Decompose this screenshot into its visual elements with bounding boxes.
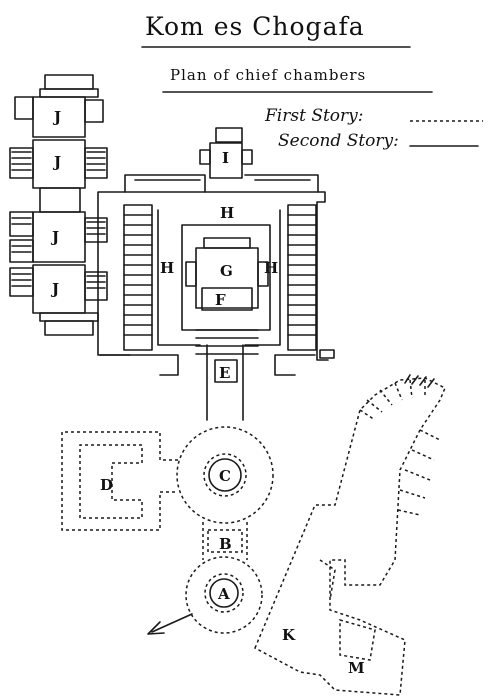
plan-subtitle: Plan of chief chambers (170, 66, 366, 84)
room-label-e: E (219, 364, 230, 382)
chamber-d: D (61, 431, 178, 531)
entrance-arrow (151, 613, 193, 633)
rotunda-c: C (176, 426, 274, 524)
room-label-d: D (100, 476, 113, 494)
room-label-a: A (217, 585, 230, 603)
legend-first-story: First Story: (264, 106, 364, 126)
room-label-k: K (282, 626, 296, 644)
room-label-j-3: J (50, 228, 59, 246)
legend-second-story: Second Story: (278, 131, 399, 151)
chamber-e (214, 359, 238, 383)
legend: First Story: Second Story: (264, 106, 483, 151)
room-label-b: B (219, 535, 232, 553)
corridor-e: E (206, 344, 244, 421)
room-label-j-2: J (52, 153, 61, 171)
room-label-g: G (220, 262, 233, 280)
h-gallery-complex: I H H H G F (97, 127, 335, 376)
passage-b: B (202, 522, 248, 560)
k-m-complex: K M (254, 374, 446, 696)
j-chamber-block: J J J J (9, 74, 108, 336)
room-label-j-1: J (52, 108, 61, 126)
room-label-f: F (215, 291, 226, 309)
rotunda-a: A (147, 556, 263, 635)
plan-title: Kom es Chogafa (145, 12, 365, 41)
room-label-i: I (222, 149, 229, 167)
chamber-f (201, 287, 253, 311)
room-label-h-left: H (160, 259, 174, 277)
room-label-c: C (219, 467, 231, 485)
room-label-m: M (348, 659, 365, 677)
room-label-h-top: H (220, 204, 234, 222)
room-label-j-4: J (50, 280, 59, 298)
